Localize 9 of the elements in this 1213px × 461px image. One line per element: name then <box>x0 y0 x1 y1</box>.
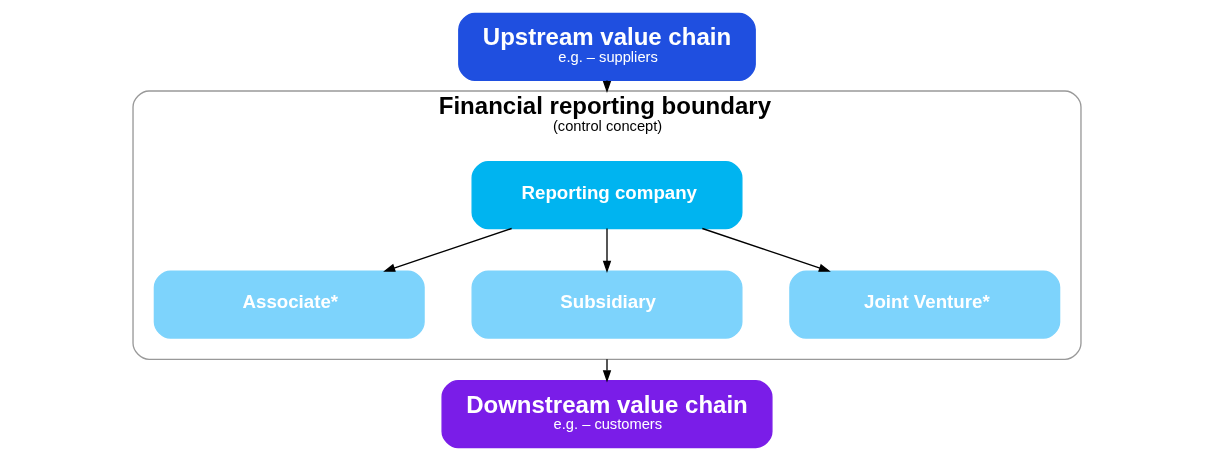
arrow <box>602 227 611 273</box>
arrow <box>701 227 831 272</box>
arrow <box>602 358 611 383</box>
node-box: Associate* <box>153 270 425 339</box>
node-box: Reporting company <box>470 161 742 230</box>
node-box: Downstream value chain e.g. – customers <box>440 380 773 449</box>
arrow <box>382 227 512 272</box>
node-box: Subsidiary <box>470 270 742 339</box>
node-box: Joint Venture* <box>788 270 1060 339</box>
